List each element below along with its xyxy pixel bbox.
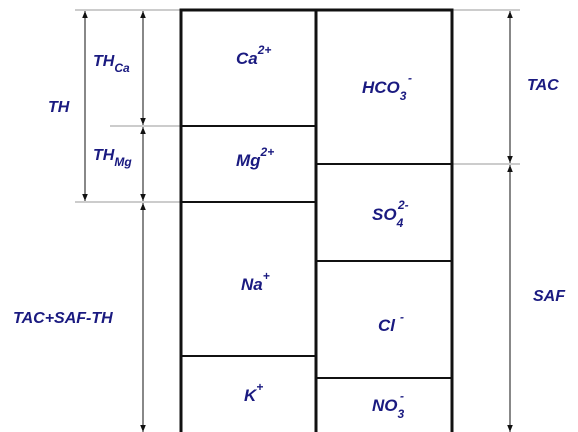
na-ion-label: Na+ [241, 269, 270, 294]
tac-saf-th-label: TAC+SAF-TH [13, 310, 113, 327]
extension-lines [75, 9, 520, 203]
hco3-ion-label: HCO3- [362, 71, 412, 103]
k-ion-label: K+ [244, 380, 263, 405]
ca-ion-label: Ca2+ [236, 43, 271, 68]
th-mg-label: THMg [93, 147, 132, 169]
tac-label: TAC [527, 77, 559, 94]
so4-ion-label: SO42- [372, 198, 409, 230]
th-label: TH [48, 99, 70, 116]
cation-column [179, 8, 318, 432]
saf-label: SAF [533, 288, 566, 305]
th-ca-label: THCa [93, 53, 130, 75]
mg-ion-label: Mg2+ [236, 145, 274, 170]
anion-column [314, 8, 454, 432]
no3-ion-label: NO3- [372, 389, 405, 421]
dimension-arrows [82, 11, 513, 432]
cl-ion-label: Cl- [378, 310, 404, 335]
